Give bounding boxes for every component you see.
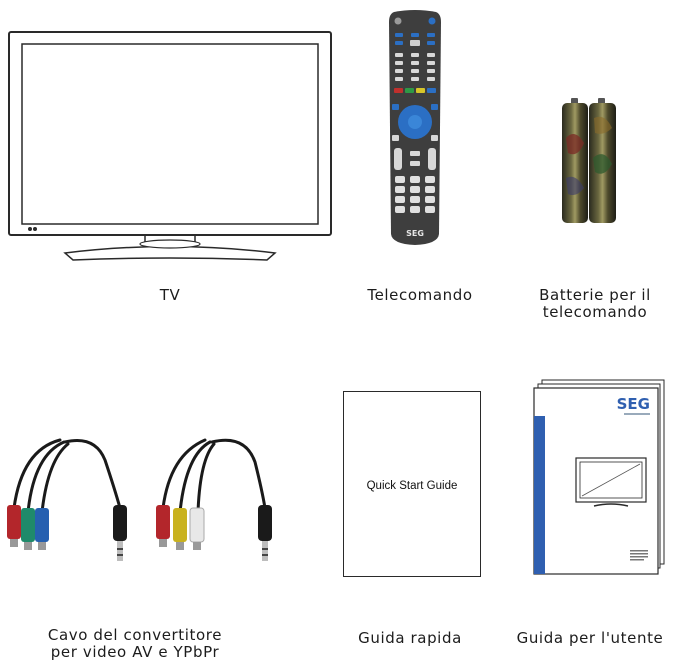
converter-cables-image [0,400,320,590]
caption-batteries: Batterie per il telecomando [539,286,651,321]
manual-brand-logo: SEG [617,395,650,413]
batteries-image [560,98,620,226]
caption-converter-cable: Cavo del convertitore per video AV e YPb… [47,626,223,661]
caption-user-guide: Guida per l'utente [516,629,664,647]
quick-start-booklet: Quick Start Guide [343,391,481,577]
booklet-title: Quick Start Guide [366,480,458,492]
caption-remote: Telecomando [367,286,473,304]
remote-control-image: SEG [386,8,444,248]
caption-quick-guide: Guida rapida [358,629,462,647]
remote-brand-logo: SEG [406,229,424,238]
tv-illustration [5,28,335,268]
user-manual-image: SEG [528,378,668,578]
caption-tv: TV [159,286,181,304]
